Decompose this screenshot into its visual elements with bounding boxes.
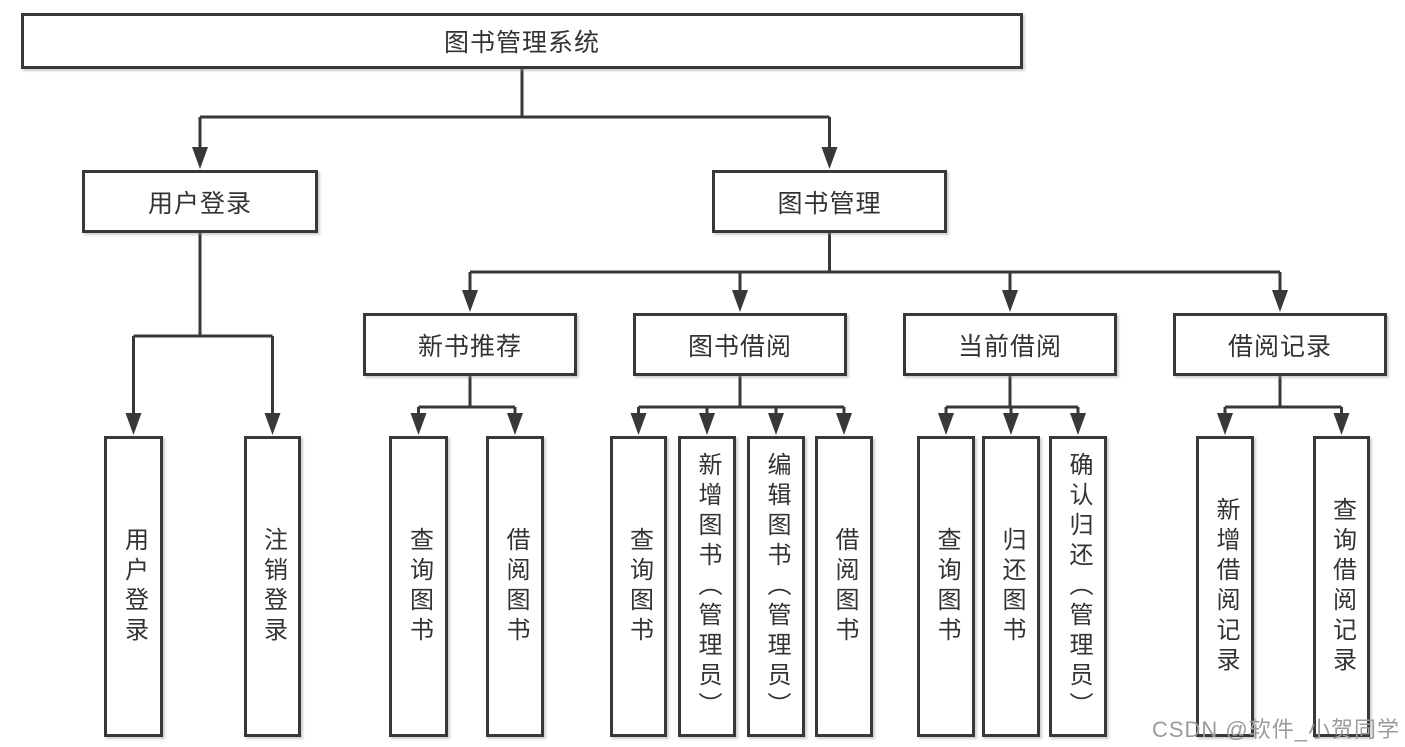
node-label: 图书管理 — [777, 189, 882, 218]
node-login-user: 用户登录 — [104, 436, 163, 737]
node-label: 查询图书 — [405, 526, 433, 647]
node-label: 借阅记录 — [1227, 332, 1332, 361]
arrow-down-icon — [836, 413, 852, 435]
node-label: 确认归还（管理员） — [1065, 451, 1092, 722]
node-label: 用户登录 — [147, 189, 252, 218]
arrow-down-icon — [768, 413, 784, 435]
arrow-down-icon — [462, 290, 478, 312]
arrow-down-icon — [1333, 413, 1350, 435]
node-newbook: 新书推荐 — [363, 313, 577, 376]
node-cur-return: 归还图书 — [982, 436, 1040, 737]
node-mgmt: 图书管理 — [712, 170, 947, 233]
node-cur-query: 查询图书 — [917, 436, 975, 737]
node-label: 编辑图书（管理员） — [763, 451, 790, 722]
node-nb-query: 查询图书 — [389, 436, 448, 737]
arrow-down-icon — [630, 413, 647, 435]
node-login-logout: 注销登录 — [244, 436, 301, 737]
node-label: 查询图书 — [933, 526, 960, 647]
node-bw-borrow: 借阅图书 — [815, 436, 873, 737]
node-cur-confirm: 确认归还（管理员） — [1049, 436, 1107, 737]
arrow-down-icon — [1003, 413, 1019, 435]
node-label: 查询图书 — [625, 526, 653, 647]
node-label: 当前借阅 — [957, 332, 1062, 361]
arrow-down-icon — [1070, 413, 1086, 435]
node-bw-edit: 编辑图书（管理员） — [747, 436, 805, 737]
node-label: 用户登录 — [120, 526, 148, 647]
node-label: 新书推荐 — [417, 332, 522, 361]
node-label: 图书管理系统 — [443, 29, 600, 57]
node-label: 新增图书（管理员） — [694, 451, 721, 722]
arrow-down-icon — [732, 290, 748, 312]
node-label: 借阅图书 — [831, 526, 858, 647]
node-borrowmod: 图书借阅 — [633, 313, 847, 376]
watermark-text: CSDN @软件_小贺同学 — [1151, 717, 1400, 742]
node-label: 查询借阅记录 — [1328, 496, 1356, 677]
node-nb-borrow: 借阅图书 — [486, 436, 544, 737]
node-login: 用户登录 — [82, 170, 318, 233]
arrow-down-icon — [264, 413, 281, 435]
node-root: 图书管理系统 — [21, 13, 1023, 69]
arrow-down-icon — [821, 147, 838, 169]
arrow-down-icon — [938, 413, 954, 435]
node-label: 归还图书 — [998, 526, 1025, 647]
node-records: 借阅记录 — [1173, 313, 1387, 376]
arrow-down-icon — [699, 413, 715, 435]
arrow-down-icon — [410, 413, 427, 435]
arrow-down-icon — [125, 413, 142, 435]
node-rec-add: 新增借阅记录 — [1196, 436, 1254, 737]
node-bw-query: 查询图书 — [610, 436, 667, 737]
node-rec-query: 查询借阅记录 — [1313, 436, 1370, 737]
node-bw-add: 新增图书（管理员） — [678, 436, 736, 737]
arrow-down-icon — [1272, 290, 1288, 312]
node-label: 新增借阅记录 — [1212, 496, 1239, 677]
arrow-down-icon — [192, 147, 208, 169]
node-label: 注销登录 — [259, 526, 287, 647]
node-label: 图书借阅 — [687, 332, 792, 361]
node-current: 当前借阅 — [903, 313, 1117, 376]
arrow-down-icon — [1002, 290, 1018, 312]
arrow-down-icon — [507, 413, 523, 435]
node-label: 借阅图书 — [502, 526, 529, 647]
arrow-down-icon — [1217, 413, 1233, 435]
